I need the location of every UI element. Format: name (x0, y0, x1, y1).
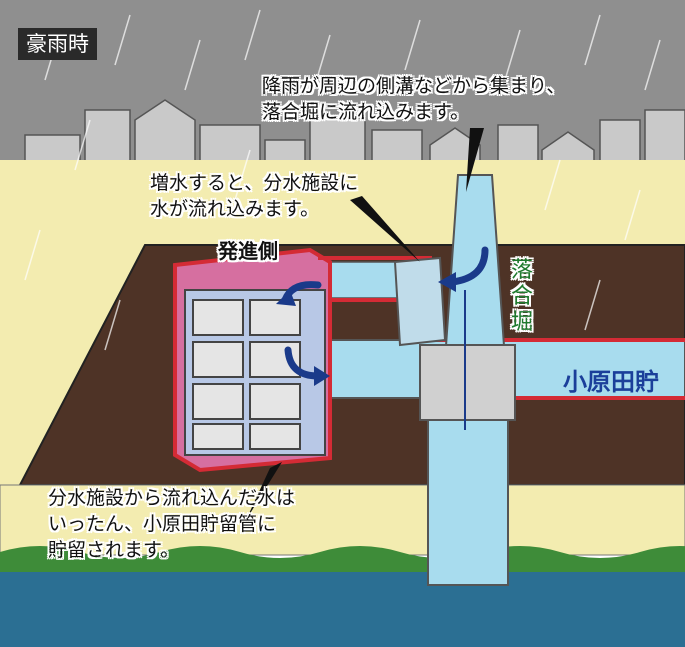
callout-rain-gather-line: 落合堀に流れ込みます。 (262, 101, 470, 123)
label-channel: 落合堀 (510, 258, 533, 335)
callout-storage-line: 分水施設から流れ込んだ水は (48, 487, 296, 509)
riverbank-grass (0, 546, 685, 575)
callout-pointers (246, 128, 484, 520)
callout-overflow: 増水すると、分水施設に 水が流れ込みます。 (150, 170, 358, 222)
rain-streaks (24, 9, 661, 351)
callout-rain-gather-line: 降雨が周辺の側溝などから集まり、 (262, 75, 566, 97)
callout-overflow-line: 増水すると、分水施設に (150, 172, 359, 194)
callout-storage-line: いったん、小原田貯留管に (48, 513, 277, 535)
river (0, 572, 685, 647)
heavy-rain-badge: 豪雨時 (18, 28, 97, 60)
callout-storage: 分水施設から流れ込んだ水は いったん、小原田貯留管に 貯留されます。 (48, 485, 295, 563)
label-storage-pipe: 小原田貯 (563, 368, 659, 396)
label-departure-side: 発進側 (218, 239, 278, 263)
arrow-heads (276, 272, 456, 386)
channel-ochiaibori (419, 174, 516, 586)
callout-rain-gather: 降雨が周辺の側溝などから集まり、 落合堀に流れ込みます。 (262, 73, 565, 125)
callout-overflow-line: 水が流れ込みます。 (150, 198, 320, 220)
callout-storage-line: 貯留されます。 (48, 539, 180, 561)
diversion-facility (393, 256, 447, 347)
